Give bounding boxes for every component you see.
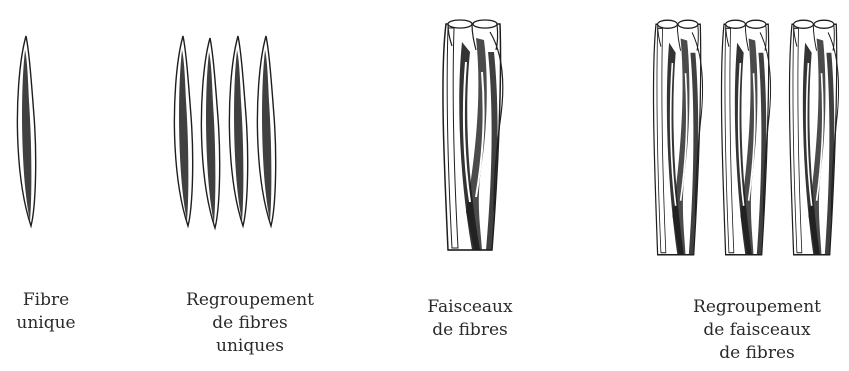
caption-line: de fibres: [395, 319, 545, 342]
single-fiber-drawing: [17, 36, 35, 226]
caption-line: de fibres: [665, 342, 849, 365]
bundle-group-caption: Regroupement de faisceaux de fibres: [665, 296, 849, 365]
caption-line: de fibres: [160, 312, 340, 335]
fiber-group-caption: Regroupement de fibres uniques: [160, 289, 340, 358]
caption-line: Regroupement: [160, 289, 340, 312]
caption-line: Regroupement: [665, 296, 849, 319]
single-fiber-caption: Fibre unique: [0, 289, 92, 335]
caption-line: de faisceaux: [665, 319, 849, 342]
caption-line: Fibre: [0, 289, 92, 312]
fiber-bundle-caption: Faisceaux de fibres: [395, 296, 545, 342]
caption-line: Faisceaux: [395, 296, 545, 319]
caption-line: unique: [0, 312, 92, 335]
fiber-group-drawing: [174, 36, 275, 228]
bundle-group-drawing: [653, 20, 838, 255]
caption-line: uniques: [160, 335, 340, 358]
fiber-bundle-drawing: [443, 20, 503, 250]
